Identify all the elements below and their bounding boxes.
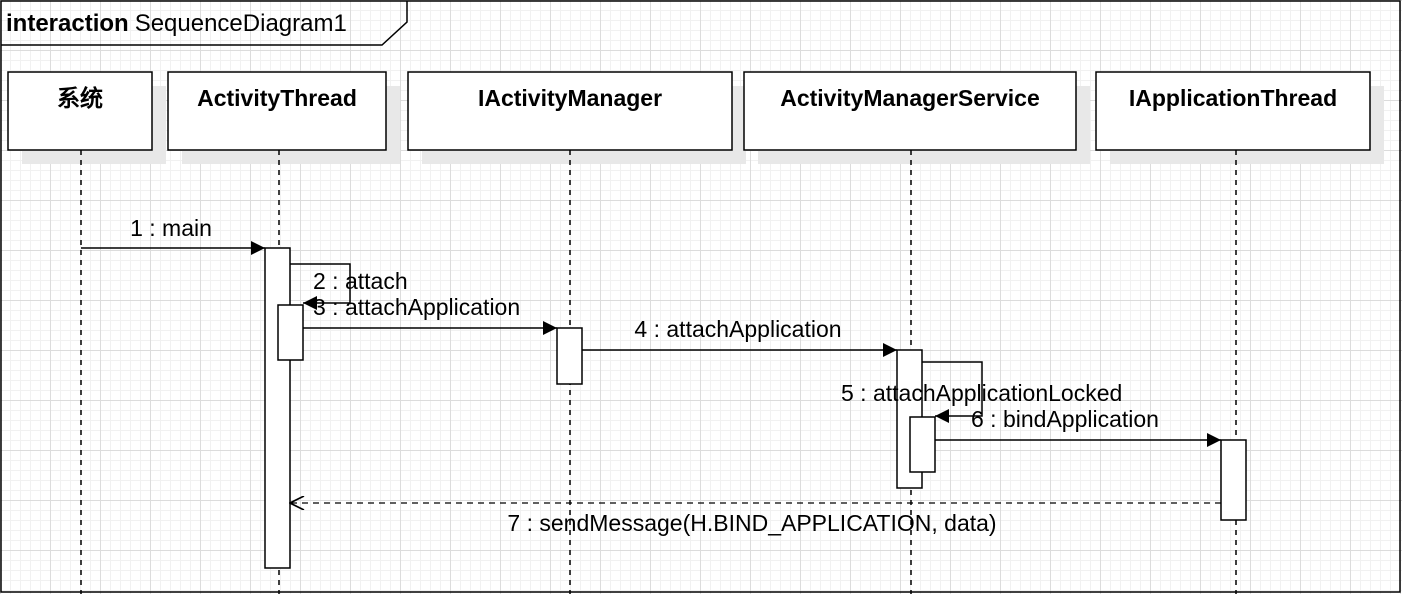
- lifeline-head: [7, 71, 153, 151]
- activation-iapplication-thread: [1220, 439, 1247, 521]
- lifeline-head: [1095, 71, 1371, 151]
- lifeline-activity-thread[interactable]: ActivityThread: [167, 71, 400, 594]
- message-label: 1 : main: [130, 215, 212, 241]
- lifeline-iapplication-thread[interactable]: IApplicationThread: [1095, 71, 1384, 594]
- lifeline-label: ActivityManagerService: [780, 85, 1040, 111]
- message-1-main[interactable]: 1 : main: [81, 215, 265, 255]
- message-label: 3 : attachApplication: [313, 294, 520, 320]
- lifeline-head: [167, 71, 387, 151]
- message-4-attach-application[interactable]: 4 : attachApplication: [582, 316, 897, 357]
- message-arrow: [922, 361, 983, 423]
- frame-keyword: interaction: [6, 10, 129, 37]
- message-label: 6 : bindApplication: [971, 406, 1159, 432]
- activation-iactivity-manager: [556, 327, 583, 385]
- message-label: 4 : attachApplication: [634, 316, 841, 342]
- activation-ams-locked: [909, 416, 936, 473]
- message-5-attach-application-locked[interactable]: 5 : attachApplicationLocked: [841, 361, 1122, 423]
- message-3-attach-application[interactable]: 3 : attachApplication: [303, 294, 557, 335]
- activation-activity-thread-main: [264, 247, 291, 569]
- activation-activity-thread-attach: [277, 304, 304, 361]
- lifeline-system[interactable]: 系统: [7, 71, 166, 594]
- message-arrow: [290, 263, 351, 310]
- message-2-attach[interactable]: 2 : attach: [290, 263, 408, 310]
- message-label: 7 : sendMessage(H.BIND_APPLICATION, data…: [507, 510, 996, 536]
- lifeline-label: IApplicationThread: [1129, 85, 1337, 111]
- frame-tab: [1, 1, 408, 46]
- message-7-send-message[interactable]: 7 : sendMessage(H.BIND_APPLICATION, data…: [290, 503, 1221, 536]
- message-label: 5 : attachApplicationLocked: [841, 380, 1122, 406]
- lifeline-label: 系统: [57, 85, 103, 112]
- lifeline-head: [743, 71, 1077, 151]
- lifeline-label: IActivityManager: [478, 85, 662, 111]
- lifeline-label: ActivityThread: [197, 85, 357, 111]
- frame-name: SequenceDiagram1: [135, 10, 347, 37]
- lifeline-activity-manager-service[interactable]: ActivityManagerService: [743, 71, 1090, 594]
- message-6-bind-application[interactable]: 6 : bindApplication: [935, 406, 1221, 447]
- lifeline-head: [407, 71, 733, 151]
- message-label: 2 : attach: [313, 268, 408, 294]
